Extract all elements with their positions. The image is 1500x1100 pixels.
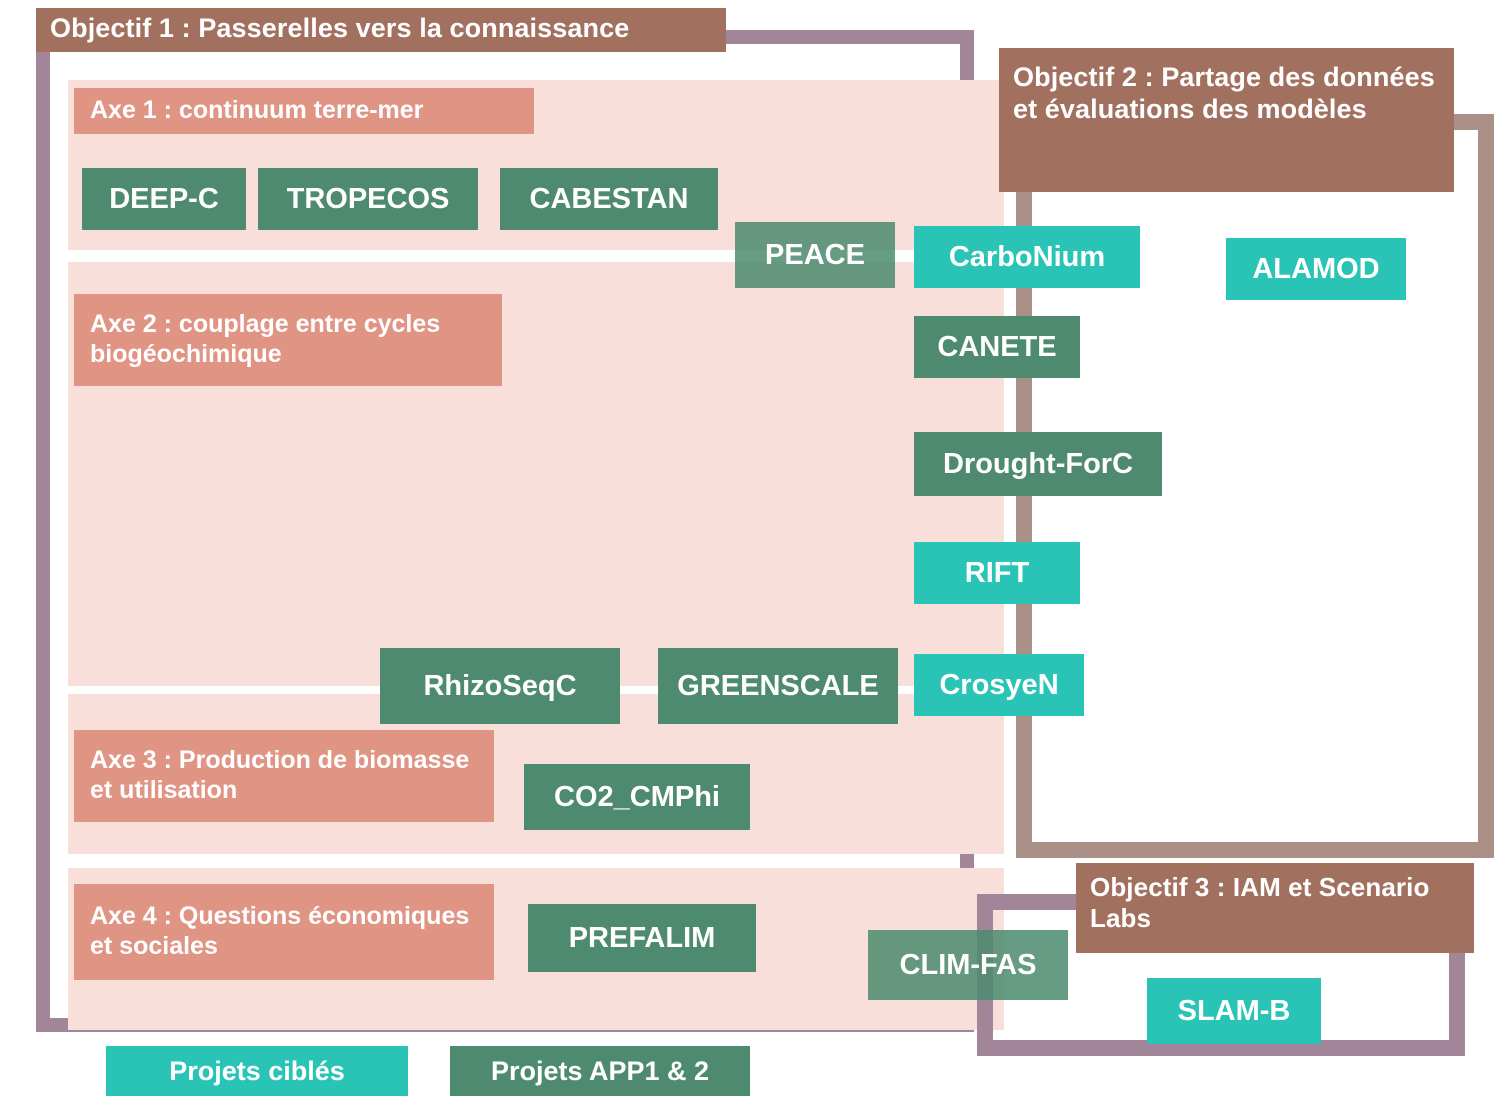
project-prefalim[interactable]: PREFALIM: [528, 904, 756, 972]
project-alamod[interactable]: ALAMOD: [1226, 238, 1406, 300]
project-drought-forc[interactable]: Drought-ForC: [914, 432, 1162, 496]
project-rhizoseqc[interactable]: RhizoSeqC: [380, 648, 620, 724]
axe-3-label: Axe 3 : Production de biomasse et utilis…: [74, 730, 494, 822]
project-rhizoseqc-label: RhizoSeqC: [423, 669, 577, 702]
project-cabestan-label: CABESTAN: [529, 182, 689, 215]
project-drought-forc-label: Drought-ForC: [942, 447, 1134, 480]
objectif-3-title: Objectif 3 : IAM et Scenario Labs: [1090, 872, 1430, 933]
project-slam-b[interactable]: SLAM-B: [1147, 978, 1321, 1044]
project-canete-label: CANETE: [937, 330, 1057, 363]
project-co2-cmphi[interactable]: CO2_CMPhi: [524, 764, 750, 830]
legend-item-projets-app: Projets APP1 & 2: [450, 1046, 750, 1096]
project-deep-c-label: DEEP-C: [109, 182, 219, 215]
project-rift[interactable]: RIFT: [914, 542, 1080, 604]
project-peace[interactable]: PEACE: [735, 222, 895, 288]
objectif-3-frame-bottom: [977, 1040, 1465, 1056]
project-crosyen-label: CrosyeN: [939, 668, 1059, 701]
axe-1-label: Axe 1 : continuum terre-mer: [74, 88, 534, 134]
project-peace-label: PEACE: [765, 238, 865, 271]
project-tropecos-label: TROPECOS: [286, 182, 450, 215]
axe-2-label: Axe 2 : couplage entre cycles biogéochim…: [74, 294, 502, 386]
objectif-1-title: Objectif 1 : Passerelles vers la connais…: [50, 13, 630, 44]
project-carbonium-label: CarboNium: [948, 240, 1106, 273]
objectif-3-header: Objectif 3 : IAM et Scenario Labs: [1076, 863, 1474, 953]
project-prefalim-label: PREFALIM: [568, 921, 716, 954]
project-greenscale-label: GREENSCALE: [677, 669, 879, 702]
project-crosyen[interactable]: CrosyeN: [914, 654, 1084, 716]
axe-3-label-text: Axe 3 : Production de biomasse et utilis…: [90, 745, 470, 805]
axe-4-label-text: Axe 4 : Questions économiques et sociale…: [90, 901, 470, 961]
project-clim-fas[interactable]: CLIM-FAS: [868, 930, 1068, 1000]
objectif-1-header: Objectif 1 : Passerelles vers la connais…: [36, 8, 726, 52]
objectif-2-frame-right: [1478, 114, 1494, 858]
project-greenscale[interactable]: GREENSCALE: [658, 648, 898, 724]
objectif-2-title: Objectif 2 : Partage des données et éval…: [1013, 62, 1435, 124]
project-alamod-label: ALAMOD: [1252, 252, 1380, 285]
project-slam-b-label: SLAM-B: [1177, 994, 1291, 1027]
project-rift-label: RIFT: [964, 556, 1030, 589]
legend-item-projets-cibles: Projets ciblés: [106, 1046, 408, 1096]
legend-projets-app-label: Projets APP1 & 2: [490, 1055, 710, 1086]
objectif-1-frame-left: [36, 30, 50, 1032]
objectif-2-frame-bottom: [1016, 842, 1494, 858]
objectif-2-header: Objectif 2 : Partage des données et éval…: [999, 48, 1454, 192]
project-carbonium[interactable]: CarboNium: [914, 226, 1140, 288]
legend-projets-cibles-label: Projets ciblés: [169, 1055, 345, 1086]
axe-1-label-text: Axe 1 : continuum terre-mer: [90, 95, 424, 124]
project-co2-cmphi-label: CO2_CMPhi: [554, 780, 720, 813]
project-tropecos[interactable]: TROPECOS: [258, 168, 478, 230]
project-clim-fas-label: CLIM-FAS: [899, 948, 1037, 981]
project-cabestan[interactable]: CABESTAN: [500, 168, 718, 230]
axe-4-label: Axe 4 : Questions économiques et sociale…: [74, 884, 494, 980]
project-canete[interactable]: CANETE: [914, 316, 1080, 378]
project-deep-c[interactable]: DEEP-C: [82, 168, 246, 230]
axe-2-label-text: Axe 2 : couplage entre cycles biogéochim…: [90, 309, 441, 369]
